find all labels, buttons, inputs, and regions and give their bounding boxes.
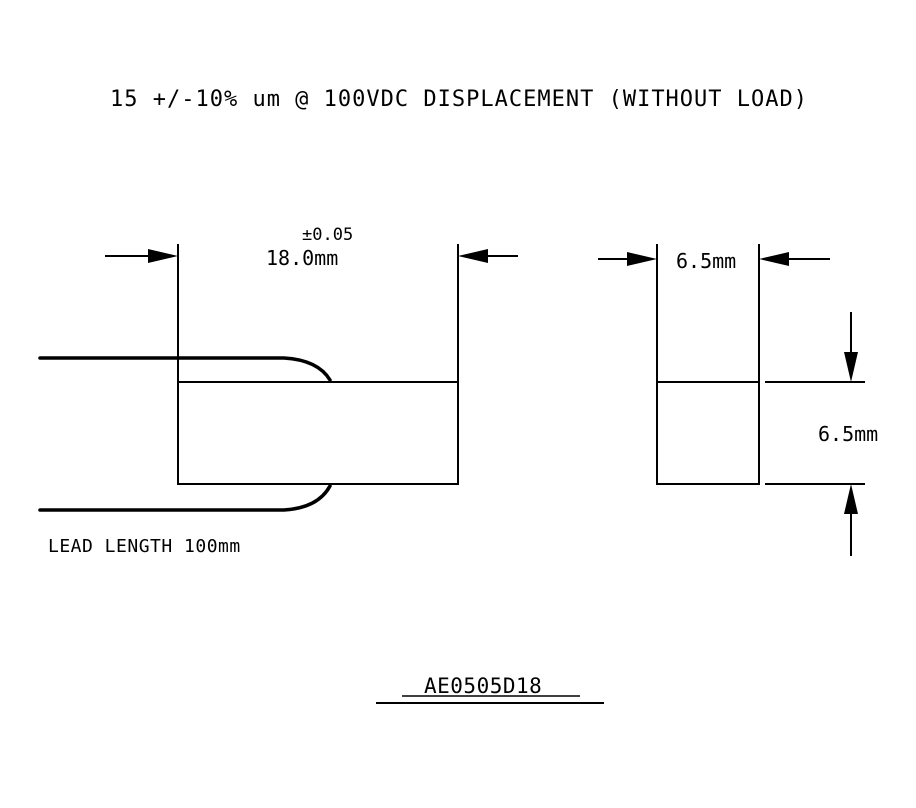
- front-view: ±0.05 18.0mm LEAD LENGTH 100mm: [38, 225, 518, 557]
- actuator-body-side: [656, 381, 760, 485]
- actuator-body-front: [177, 381, 459, 485]
- height-dimension-arrow-bottom: [844, 484, 858, 556]
- spec-note: 15 +/-10% um @ 100VDC DISPLACEMENT (WITH…: [110, 87, 808, 112]
- length-dimension: 18.0mm: [266, 246, 338, 270]
- lead-wire-top: [38, 356, 332, 382]
- length-tolerance: ±0.05: [302, 225, 353, 245]
- length-dimension-arrow-right: [458, 249, 518, 263]
- length-dimension-arrow-left: [105, 249, 178, 263]
- width-dimension-arrow-right: [759, 252, 830, 266]
- part-number: AE0505D18: [424, 674, 542, 698]
- part-number-block: AE0505D18: [376, 674, 604, 704]
- lead-length-note: LEAD LENGTH 100mm: [48, 536, 241, 557]
- height-dimension-arrow-top: [844, 312, 858, 382]
- width-dimension: 6.5mm: [676, 249, 736, 273]
- lead-wire-bottom: [38, 484, 332, 512]
- side-view: 6.5mm 6.5mm: [598, 244, 878, 556]
- width-dimension-arrow-left: [598, 252, 657, 266]
- height-dimension: 6.5mm: [818, 422, 878, 446]
